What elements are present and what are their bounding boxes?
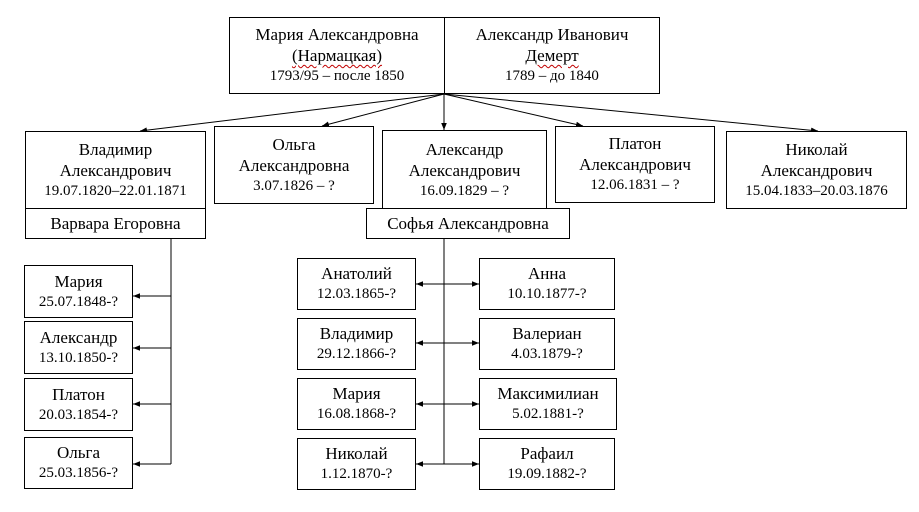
grandchild-name: Анатолий xyxy=(321,264,392,283)
grandchild-dates: 10.10.1877-? xyxy=(507,286,587,302)
grandchild-name: Анна xyxy=(527,264,567,283)
mother-dates: 1793/95 – после 1850 xyxy=(269,68,405,84)
grandchild-valerian-box: Валериан 4.03.1879-? xyxy=(479,318,615,370)
grandchild-name: Платон xyxy=(52,384,105,404)
grandchild-maria-1848-box: Мария 25.07.1848-? xyxy=(24,265,133,318)
father-dates: 1789 – до 1840 xyxy=(505,68,599,84)
child-vladimir-patronymic: Александрович xyxy=(59,160,172,180)
spouse-vladimir-box: Варвара Егоровна xyxy=(25,208,206,239)
grandchild-maximilian-box: Максимилиан 5.02.1881-? xyxy=(479,378,617,430)
child-nikolai-dates: 15.04.1833–20.03.1876 xyxy=(745,182,888,199)
grandchild-olga-1856-box: Ольга 25.03.1856-? xyxy=(24,437,133,489)
father-box: Александр Иванович Демерт 1789 – до 1840 xyxy=(444,17,660,94)
child-platon-patronymic: Александрович xyxy=(579,155,691,174)
arrow-to-platon xyxy=(443,93,584,128)
mother-name: Мария Александровна xyxy=(255,25,419,44)
grandchild-alexander-1850-box: Александр 13.10.1850-? xyxy=(24,321,133,374)
spouse-alexander-box: Софья Александровна xyxy=(366,208,570,239)
grandchild-dates: 29.12.1866-? xyxy=(316,346,397,362)
grandchild-nikolai-1870-box: Николай 1.12.1870-? xyxy=(297,438,416,490)
grandchild-dates: 16.08.1868-? xyxy=(316,406,397,422)
father-name: Александр Иванович xyxy=(475,25,629,44)
spouse-vladimir-name: Варвара Егоровна xyxy=(50,214,181,233)
grandchild-dates: 12.03.1865-? xyxy=(316,286,397,302)
child-olga-name: Ольга xyxy=(272,134,316,154)
grandchild-name: Владимир xyxy=(319,324,394,343)
grandchild-dates: 4.03.1879-? xyxy=(511,346,583,362)
grandchild-name: Валериан xyxy=(512,324,582,343)
mother-box: Мария Александровна (Нармацкая) 1793/95 … xyxy=(229,17,445,94)
grandchild-vladimir-1866-box: Владимир 29.12.1866-? xyxy=(297,318,416,370)
spouse-alexander-name: Софья Александровна xyxy=(387,214,549,233)
grandchild-name: Максимилиан xyxy=(497,384,599,403)
child-nikolai-patronymic: Александрович xyxy=(760,160,873,180)
father-surname: Демерт xyxy=(525,46,579,65)
grandchild-dates: 1.12.1870-? xyxy=(320,466,393,482)
grandchild-dates: 25.03.1856-? xyxy=(38,465,119,481)
grandchild-dates: 5.02.1881-? xyxy=(512,406,584,422)
child-alexander-dates: 16.09.1829 – ? xyxy=(419,182,510,199)
grandchild-rafail-box: Рафаил 19.09.1882-? xyxy=(479,438,615,490)
child-nikolai-name: Николай xyxy=(785,139,848,159)
grandchild-name: Рафаил xyxy=(520,444,574,463)
grandchild-dates: 13.10.1850-? xyxy=(38,349,119,366)
child-platon-box: Платон Александрович 12.06.1831 – ? xyxy=(555,126,715,203)
child-vladimir-dates: 19.07.1820–22.01.1871 xyxy=(44,182,187,199)
child-alexander-name: Александр xyxy=(425,139,504,159)
child-olga-box: Ольга Александровна 3.07.1826 – ? xyxy=(214,126,374,204)
grandchild-dates: 19.09.1882-? xyxy=(507,466,587,482)
grandchild-name: Мария xyxy=(332,384,381,403)
child-vladimir-name: Владимир xyxy=(78,139,153,159)
grandchild-anna-box: Анна 10.10.1877-? xyxy=(479,258,615,310)
child-nikolai-box: Николай Александрович 15.04.1833–20.03.1… xyxy=(726,131,907,209)
child-vladimir-box: Владимир Александрович 19.07.1820–22.01.… xyxy=(25,131,206,209)
arrow-to-vladimir xyxy=(139,93,445,133)
grandchild-maria-1868-box: Мария 16.08.1868-? xyxy=(297,378,416,430)
grandchild-platon-1854-box: Платон 20.03.1854-? xyxy=(24,378,133,431)
grandchild-name: Николай xyxy=(325,444,388,463)
grandchild-name: Александр xyxy=(39,327,118,347)
mother-maiden-name: (Нармацкая) xyxy=(291,46,383,65)
grandchild-name: Ольга xyxy=(56,443,101,462)
arrow-to-olga xyxy=(321,93,445,127)
grandchild-name: Мария xyxy=(54,271,103,291)
child-alexander-box: Александр Александрович 16.09.1829 – ? xyxy=(382,130,547,210)
grandchild-dates: 20.03.1854-? xyxy=(38,406,119,423)
arrow-to-nikolai xyxy=(443,93,819,134)
grandchild-dates: 25.07.1848-? xyxy=(38,293,119,310)
grandchild-anatoly-box: Анатолий 12.03.1865-? xyxy=(297,258,416,310)
child-olga-dates: 3.07.1826 – ? xyxy=(253,177,335,194)
child-olga-patronymic: Александровна xyxy=(238,155,350,175)
child-alexander-patronymic: Александрович xyxy=(408,160,521,180)
child-platon-name: Платон xyxy=(608,134,662,153)
child-platon-dates: 12.06.1831 – ? xyxy=(590,177,680,193)
